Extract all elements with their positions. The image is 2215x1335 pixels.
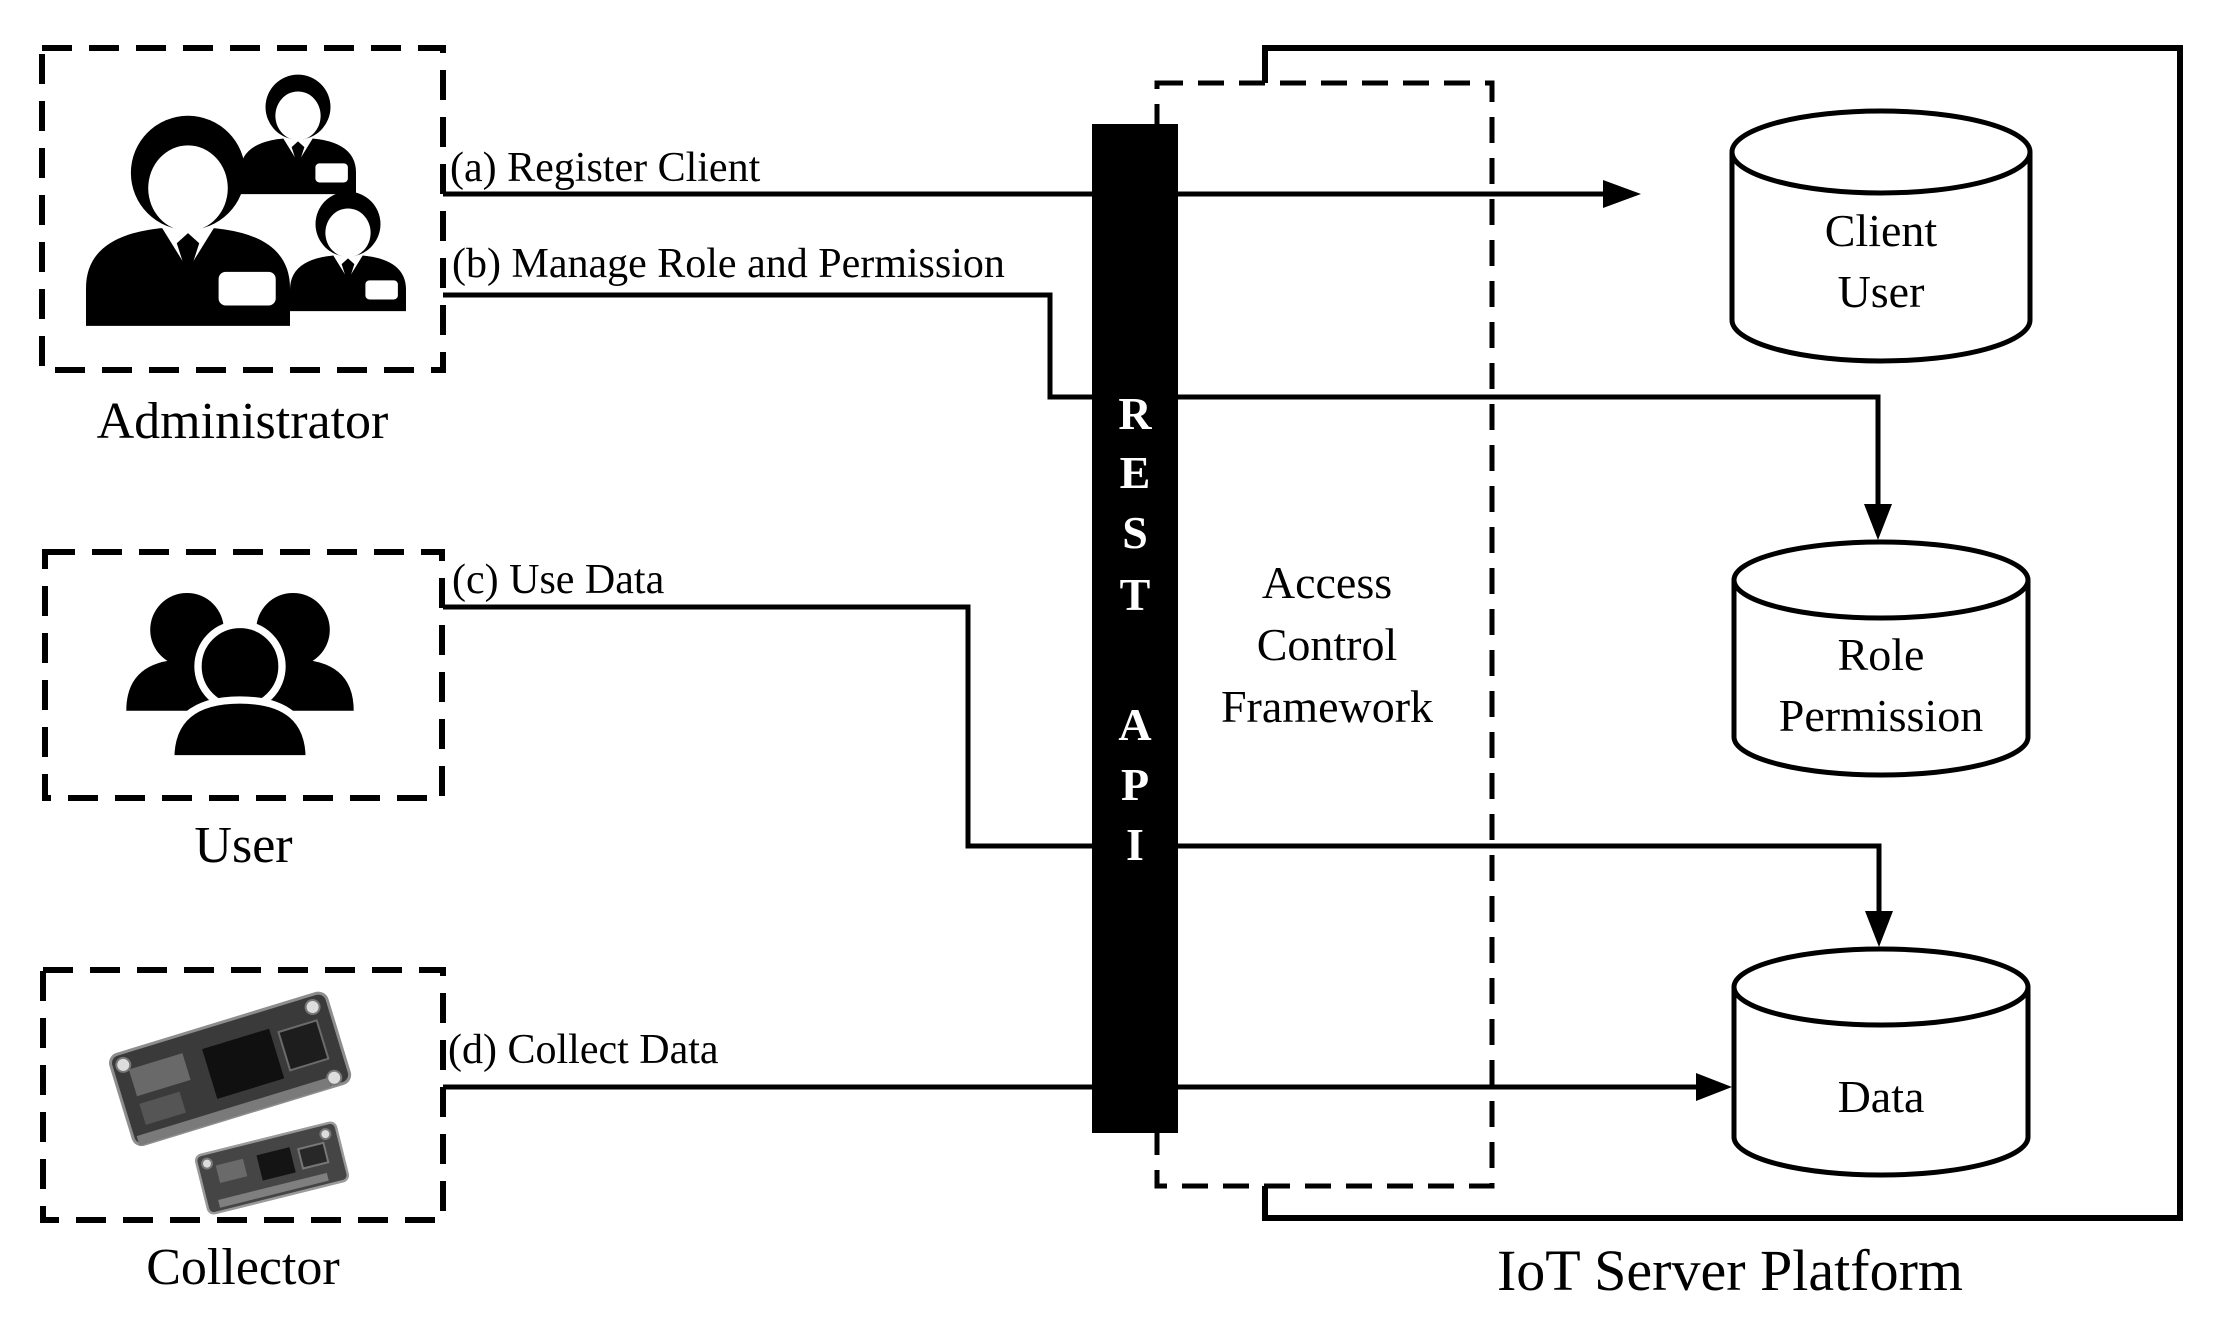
administrator-box xyxy=(39,45,446,373)
rest-api-letter-i: I xyxy=(1126,819,1144,870)
flow-c-arrow xyxy=(443,604,1893,947)
data-database-icon xyxy=(1731,946,2031,1178)
collector-box xyxy=(40,967,446,1223)
data-db-label: Data xyxy=(1837,1071,1925,1122)
flow-b-arrow xyxy=(443,292,1892,540)
client-user-db-label: Client User xyxy=(1824,205,1938,317)
rest-api-letter-r: R xyxy=(1118,388,1152,439)
flow-a-arrow xyxy=(443,180,1641,208)
rest-api-bar xyxy=(1092,124,1178,1133)
rest-api-letter-t: T xyxy=(1119,569,1151,620)
user-box xyxy=(42,549,445,801)
access-control-framework-box xyxy=(1154,80,1495,1189)
administrator-label: Administrator xyxy=(96,393,389,450)
iot-server-platform-box xyxy=(1262,45,2183,1221)
collector-label: Collector xyxy=(146,1239,340,1296)
circuit-boards-image xyxy=(109,991,352,1215)
access-control-framework-label: Access Control Framework xyxy=(1220,557,1434,732)
client-user-database-icon xyxy=(1729,108,2033,364)
flow-c-label: (c) Use Data xyxy=(452,557,665,603)
iot-server-platform-label: IoT Server Platform xyxy=(1496,1238,1964,1303)
flow-a-label: (a) Register Client xyxy=(450,145,761,191)
rest-api-letter-e: E xyxy=(1119,447,1151,498)
admin-group-icon xyxy=(86,74,406,326)
flow-b-label: (b) Manage Role and Permission xyxy=(452,241,1005,287)
user-group-icon xyxy=(126,592,354,759)
role-permission-db-label: Role Permission xyxy=(1778,629,1984,741)
rest-api-letter-s: S xyxy=(1122,507,1148,558)
flow-d-label: (d) Collect Data xyxy=(448,1027,719,1073)
role-permission-database-icon xyxy=(1731,539,2031,778)
flow-d-arrow xyxy=(443,1073,1732,1101)
rest-api-letter-p: P xyxy=(1120,759,1150,810)
user-label: User xyxy=(194,817,293,874)
rest-api-letter-a: A xyxy=(1118,699,1152,750)
